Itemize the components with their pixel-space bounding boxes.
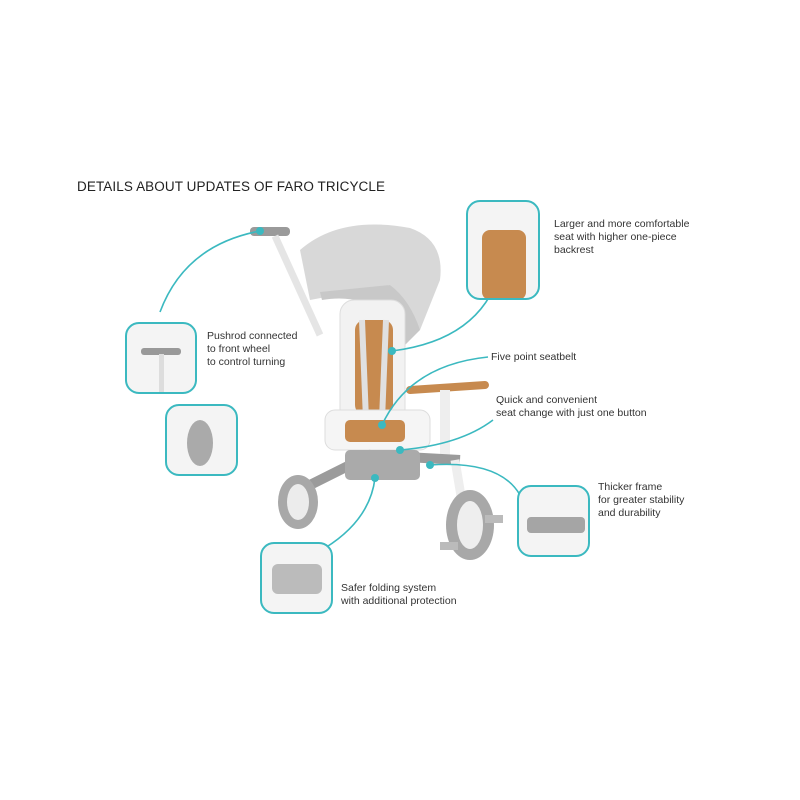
- callout-dots: [256, 227, 434, 482]
- callout-pushrod: Pushrod connected to front wheel to cont…: [207, 330, 298, 368]
- frame-detail-image: [517, 485, 590, 557]
- callout-lines: [159, 230, 521, 549]
- folding-detail-image: [260, 542, 333, 614]
- pushrod-detail-image: [125, 322, 197, 394]
- tricycle: [250, 224, 503, 560]
- page-title: DETAILS ABOUT UPDATES OF FARO TRICYCLE: [77, 179, 386, 194]
- front-wheel-detail-image: [165, 404, 238, 476]
- seat-detail-image: [466, 200, 540, 300]
- callout-seat: Larger and more comfortable seat with hi…: [554, 218, 690, 256]
- callout-seatbelt: Five point seatbelt: [491, 351, 577, 363]
- callout-seat-change: Quick and convenient seat change with ju…: [496, 394, 647, 419]
- callout-folding: Safer folding system with additional pro…: [341, 582, 457, 607]
- callout-frame: Thicker frame for greater stability and …: [598, 481, 685, 519]
